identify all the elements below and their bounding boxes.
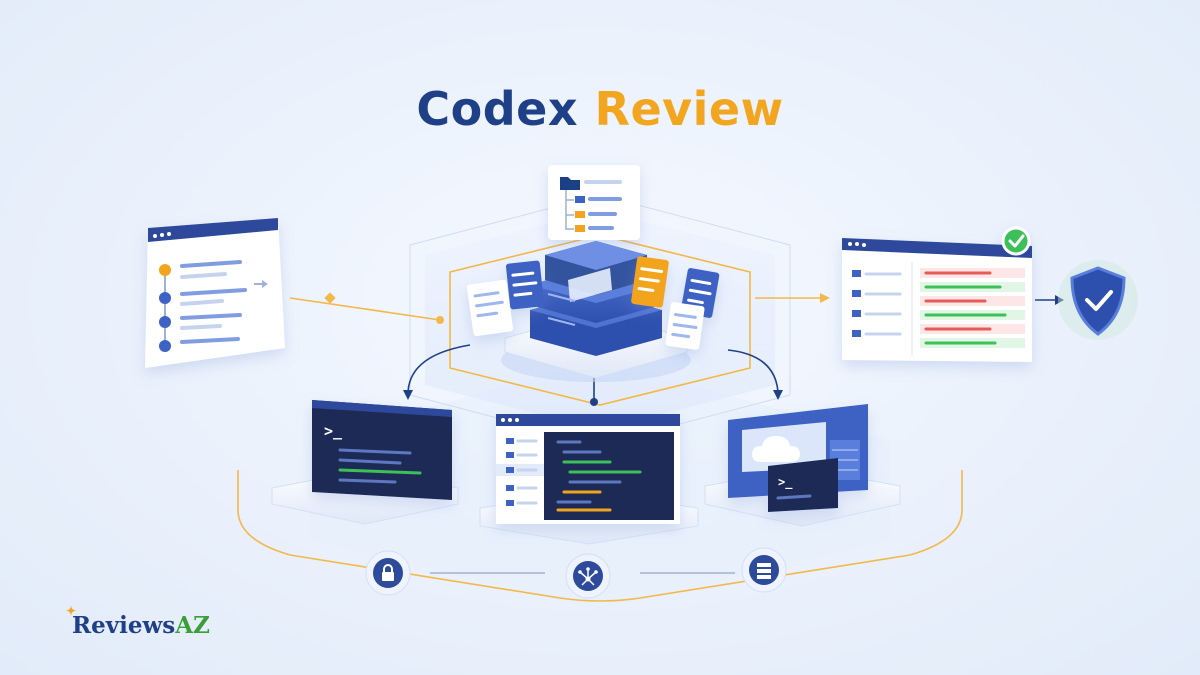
code-editor-window xyxy=(496,414,680,524)
database-icon xyxy=(741,547,787,593)
floating-cards xyxy=(466,256,720,350)
terminal-window: >_ xyxy=(312,400,452,500)
brand-logo: ✦ ReviewsAZ xyxy=(66,604,210,639)
network-icon xyxy=(565,553,611,599)
workflow-steps-window xyxy=(145,218,285,368)
code-editor-icon xyxy=(544,432,674,520)
shield-check-icon xyxy=(1058,260,1138,340)
folder-tree-card xyxy=(548,165,640,240)
cloud-window: >_ xyxy=(728,404,868,512)
cloud-icon xyxy=(752,436,800,462)
server-stack-icon xyxy=(501,241,691,382)
terminal-icon: >_ xyxy=(324,422,343,440)
brand-name-part-2: AZ xyxy=(175,612,210,639)
folder-tree-icon xyxy=(560,177,580,190)
checkmark-icon xyxy=(1001,226,1031,256)
lock-icon xyxy=(365,550,411,596)
page-title: Codex Review xyxy=(0,82,1200,136)
connector-lines xyxy=(289,244,1064,574)
code-review-window xyxy=(842,226,1032,362)
sparkle-icon: ✦ xyxy=(66,604,77,618)
title-part-1: Codex xyxy=(416,82,579,136)
brand-name-part-1: Reviews xyxy=(72,612,176,639)
title-part-2: Review xyxy=(594,82,784,136)
cloud-terminal-prompt: >_ xyxy=(778,475,793,490)
